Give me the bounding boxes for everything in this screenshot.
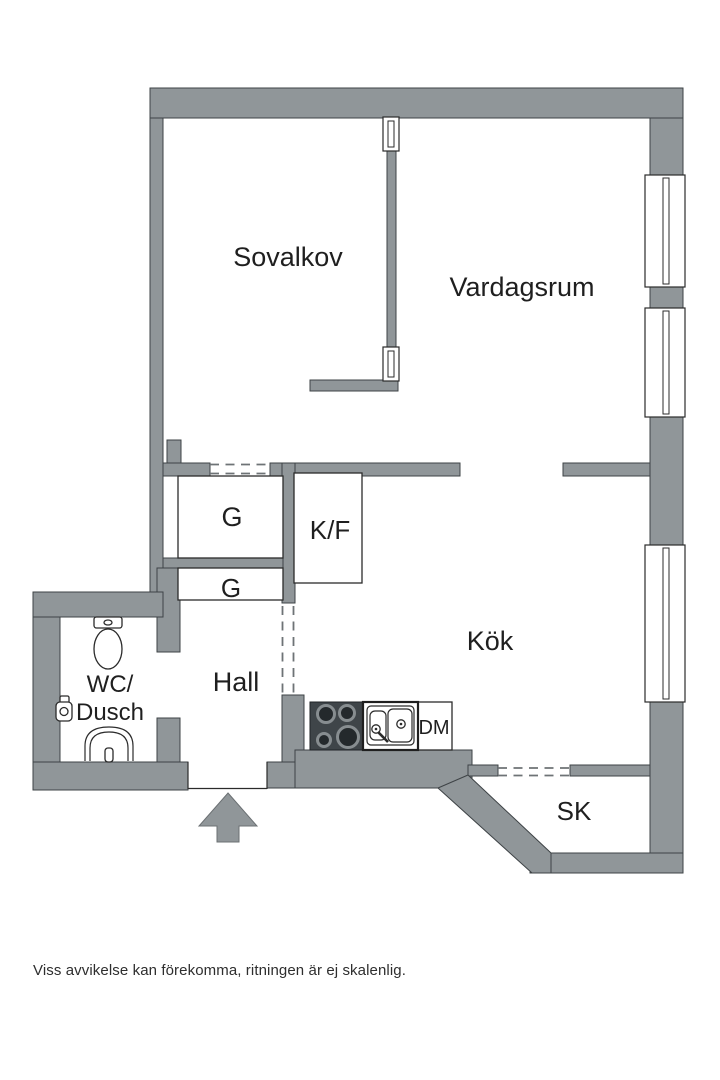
wall-right-lower xyxy=(649,701,684,874)
room-label-dusch: Dusch xyxy=(76,699,144,726)
wall-counter-bottom xyxy=(294,749,473,789)
kitchen-sink-icon xyxy=(361,700,420,752)
dishwasher-label: DM xyxy=(418,717,449,739)
disclaimer-text: Viss avvikelse kan förekomma, ritningen … xyxy=(33,962,406,979)
partition-glass-top-pane xyxy=(387,120,395,148)
room-label-vardagsrum: Vardagsrum xyxy=(449,272,594,302)
window-living-lower-pane xyxy=(662,310,670,415)
closet-label-lower: G xyxy=(221,573,241,603)
entry-threshold xyxy=(187,762,268,790)
room-label-hall: Hall xyxy=(213,667,260,697)
shower-drain xyxy=(104,747,114,763)
entrance-arrow-icon xyxy=(197,792,259,843)
toilet-bowl xyxy=(93,628,123,670)
bathroom-sink-icon xyxy=(55,695,73,722)
wall-right-upper xyxy=(649,117,684,176)
partition-glass-bottom-pane xyxy=(387,350,395,378)
stove-icon xyxy=(309,701,364,751)
wall-below-closet xyxy=(162,557,284,569)
shower-icon xyxy=(84,726,134,763)
dishwasher-box xyxy=(416,701,453,751)
room-label-wc: WC/ xyxy=(87,671,134,698)
wall-partition-return xyxy=(309,379,399,392)
window-living-upper-pane xyxy=(662,177,670,285)
wall-mid-left xyxy=(162,462,211,477)
wall-sk-ledge xyxy=(467,764,499,777)
wall-sk-top xyxy=(569,764,651,777)
wall-mid-right xyxy=(562,462,651,477)
fridge-freezer-box xyxy=(293,472,363,584)
wall-right-mid xyxy=(649,416,684,546)
fridge-freezer-label: K/F xyxy=(310,515,350,545)
wall-wc-top xyxy=(32,591,164,618)
wall-stub-sovalkov xyxy=(166,439,182,464)
wall-bottom-right xyxy=(529,852,684,874)
toilet-button xyxy=(103,619,113,626)
wall-bath-hall-lower xyxy=(156,717,181,763)
room-label-sk: SK xyxy=(557,796,592,826)
window-kitchen-pane xyxy=(662,547,670,700)
closet-upper-box xyxy=(177,475,284,559)
wall-right-window-pier xyxy=(649,286,684,309)
wall-room-partition xyxy=(386,150,397,349)
wall-top xyxy=(149,87,684,119)
faucet-lever xyxy=(377,731,389,743)
wall-diagonal xyxy=(437,774,552,874)
wall-left xyxy=(149,117,164,593)
room-label-sovalkov: Sovalkov xyxy=(233,242,343,272)
wall-wc-bottom xyxy=(32,761,189,791)
room-label-kok: Kök xyxy=(467,626,514,656)
closet-label-upper: G xyxy=(221,502,242,532)
wall-wc-left xyxy=(32,616,61,763)
closet-lower-box xyxy=(177,567,284,601)
toilet-icon xyxy=(93,616,123,670)
wall-closet-kitchen-divider xyxy=(281,462,296,604)
